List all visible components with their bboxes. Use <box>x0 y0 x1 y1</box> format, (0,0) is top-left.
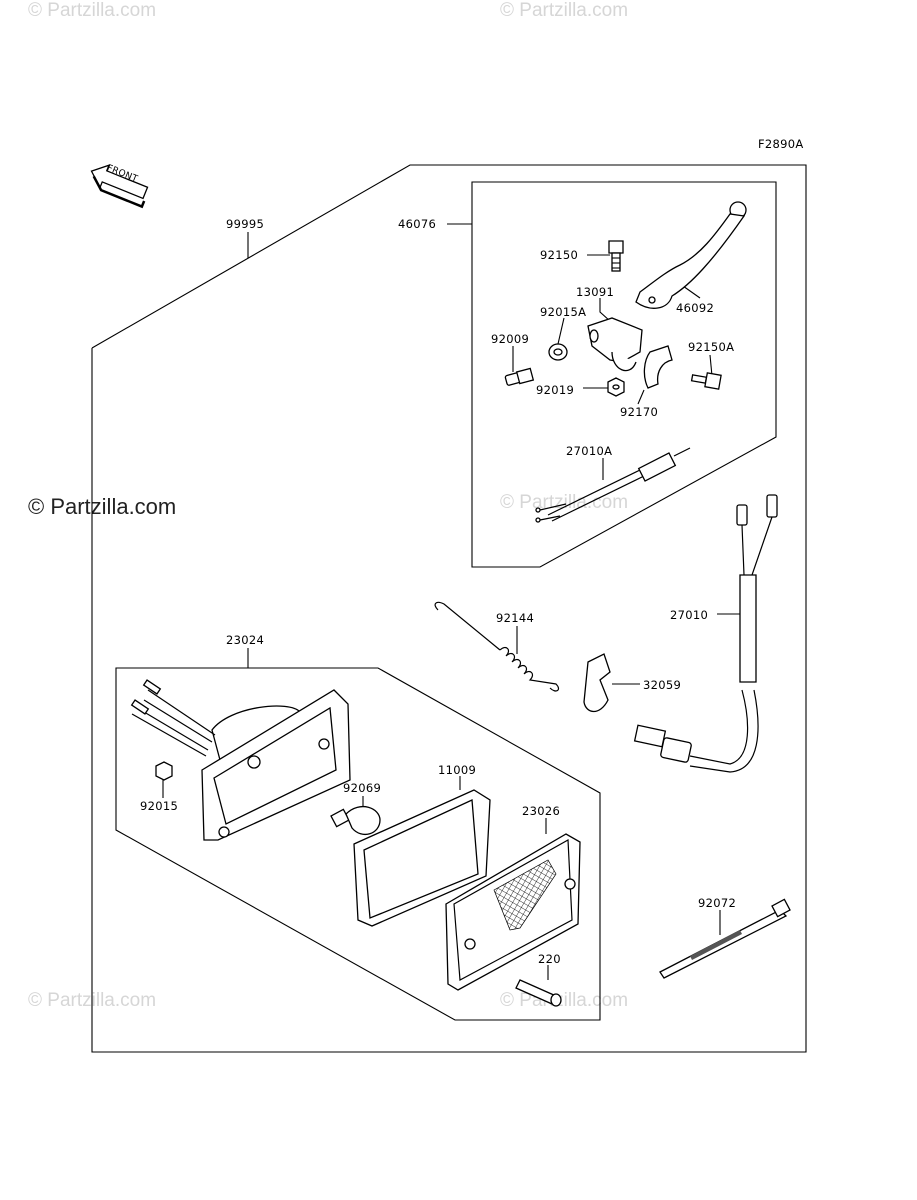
lever-assembly-frame <box>471 181 777 568</box>
front-arrow-icon <box>90 164 149 209</box>
part-label-92150: 92150 <box>540 248 579 262</box>
holder-13091 <box>587 317 643 372</box>
main-frame <box>91 164 807 1053</box>
leader-lines <box>162 223 742 980</box>
part-label-92150a: 92150A <box>688 340 735 354</box>
clamp-92170 <box>643 345 673 389</box>
part-label-23024: 23024 <box>226 633 265 647</box>
harness-27010 <box>633 494 778 773</box>
part-label-11009: 11009 <box>438 763 477 777</box>
screw-220 <box>515 979 562 1007</box>
part-label-92170: 92170 <box>620 405 659 419</box>
screw-92009 <box>504 367 535 386</box>
lamp-housing-23024 <box>130 679 351 841</box>
part-label-92015a: 92015A <box>540 305 587 319</box>
bolt-92150a <box>690 372 722 390</box>
part-label-92069: 92069 <box>343 781 382 795</box>
part-label-92072: 92072 <box>698 896 737 910</box>
watermark-main: © Partzilla.com <box>28 494 177 519</box>
spring-92144 <box>434 601 560 692</box>
gasket-11009 <box>353 789 491 927</box>
nut-92015 <box>155 761 173 781</box>
tail-lamp-frame <box>115 667 601 1021</box>
part-label-92144: 92144 <box>496 611 535 625</box>
lever-46092 <box>635 201 747 309</box>
part-label-220: 220 <box>538 952 561 966</box>
part-label-27010: 27010 <box>670 608 709 622</box>
watermark-top-center: © Partzilla.com <box>500 0 629 21</box>
bolt-92150 <box>608 240 624 272</box>
part-label-92015: 92015 <box>140 799 179 813</box>
nut-92015a <box>548 343 568 361</box>
cable-tie-92072 <box>659 898 791 979</box>
nut-92019 <box>607 377 625 397</box>
watermark-top-left: © Partzilla.com <box>28 0 157 21</box>
part-label-27010a: 27010A <box>566 444 613 458</box>
lens-23026 <box>445 833 581 991</box>
part-label-32059: 32059 <box>643 678 682 692</box>
part-label-13091: 13091 <box>576 285 615 299</box>
bracket-32059 <box>583 653 611 713</box>
part-label-92019: 92019 <box>536 383 575 397</box>
part-label-92009: 92009 <box>491 332 530 346</box>
bulb-92069 <box>330 805 381 836</box>
part-label-99995: 99995 <box>226 217 265 231</box>
part-label-46092: 46092 <box>676 301 715 315</box>
switch-27010a <box>535 447 691 523</box>
part-label-23026: 23026 <box>522 804 561 818</box>
part-label-46076: 46076 <box>398 217 437 231</box>
watermark-middle: © Partzilla.com <box>500 492 629 513</box>
figure-code: F2890A <box>758 137 804 151</box>
